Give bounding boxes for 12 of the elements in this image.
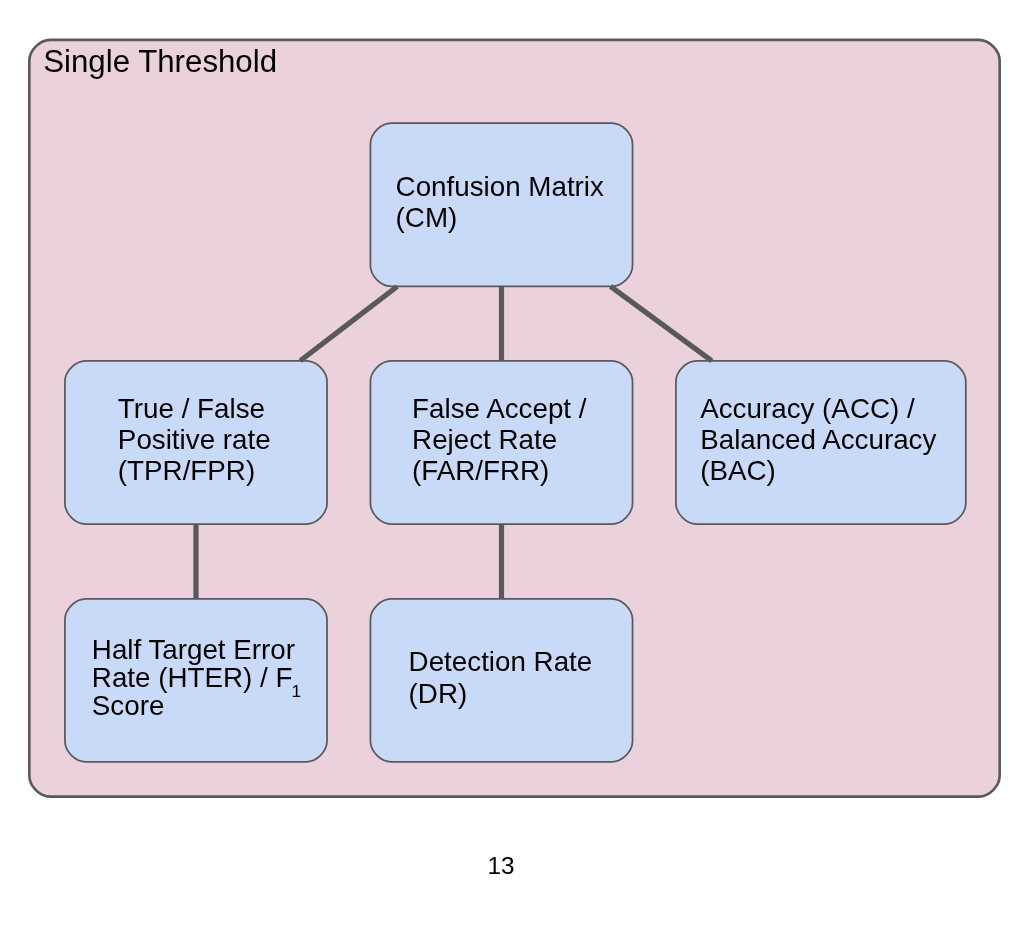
label: 13	[487, 852, 515, 880]
connector	[608, 284, 714, 363]
node-box: True / False Positive rate (TPR/FPR)	[64, 360, 328, 525]
connector	[498, 524, 505, 599]
node-box: Confusion Matrix (CM)	[369, 122, 634, 288]
node-box: Accuracy (ACC) / Balanced Accuracy (BAC)	[675, 360, 967, 525]
node-box: Half Target Error Rate (HTER) / F$_{1}$ Score	[64, 597, 328, 763]
node-box: Detection Rate (DR)	[369, 597, 634, 763]
connector	[498, 286, 505, 361]
node-box: False Accept / Reject Rate (FAR/FRR)	[369, 360, 634, 525]
connector	[298, 284, 399, 363]
connector	[193, 524, 199, 599]
